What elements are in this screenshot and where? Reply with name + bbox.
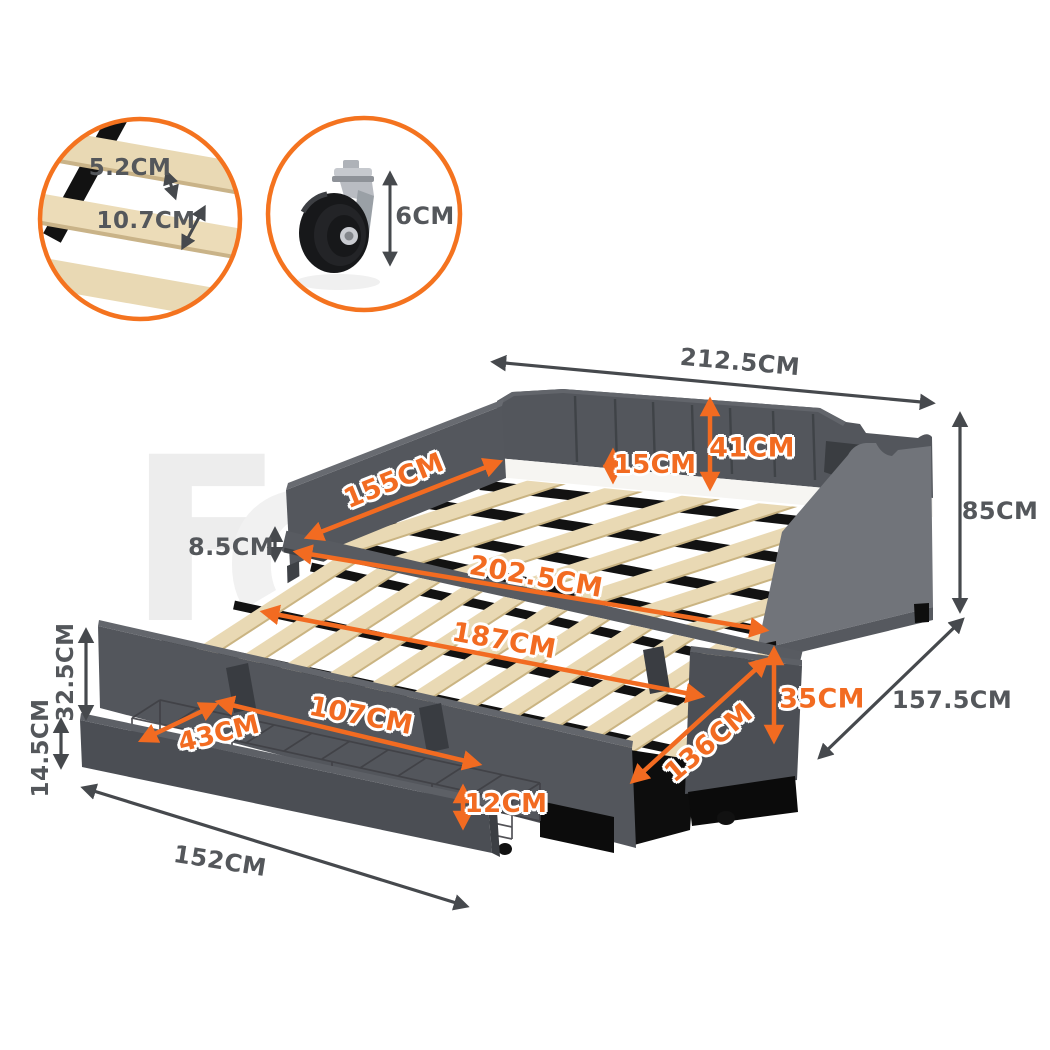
rail-foot-notch <box>540 801 614 853</box>
arrow-slat-span <box>303 457 504 542</box>
callout-ring <box>37 116 243 322</box>
dim-backrest-height: 41CM <box>709 432 795 464</box>
dim-slat-width: 5.2CM <box>88 155 172 181</box>
trundle-caster <box>717 811 735 825</box>
dim-caster-height: 6CM <box>395 202 455 230</box>
dim-overall-depth: 157.5CM <box>891 686 1013 714</box>
callout-ring <box>265 115 463 313</box>
orange-dimension-arrows <box>137 396 785 831</box>
dim-rail-thickness: 8.5CM <box>187 533 275 561</box>
drawer-front-panel-end <box>488 806 500 857</box>
arrow-drawer-inner-length <box>214 695 483 771</box>
arrow-trundle-length <box>259 604 706 704</box>
gray-dimension-arrows <box>52 354 969 911</box>
dim-deck-clearance: 15CM <box>613 450 697 480</box>
bed-foot <box>914 603 929 623</box>
arrow-slat-width <box>163 169 179 201</box>
arrow-drawer-depth <box>137 702 220 743</box>
dim-trundle-side-height: 32.5CM <box>53 622 79 722</box>
backrest-stitch-channels <box>573 395 817 481</box>
arrow-drawer-length <box>80 783 470 911</box>
arrow-trundle-end-width <box>629 656 770 785</box>
dim-trundle-height: 35CM <box>779 683 865 715</box>
trundle-underside <box>688 776 798 826</box>
dim-overall-height: 85CM <box>961 497 1039 525</box>
arrow-overall-depth <box>817 617 965 760</box>
dim-drawer-front-height: 14.5CM <box>28 698 54 798</box>
dim-slat-gap: 10.7CM <box>96 208 196 234</box>
caster-detail-callout <box>265 115 463 313</box>
arrow-slat-gap <box>181 204 206 251</box>
arrow-overall-length <box>490 354 936 411</box>
caster-wheel <box>299 160 374 273</box>
drawer-caster <box>498 843 512 855</box>
dim-basket-height: 12CM <box>464 789 548 819</box>
